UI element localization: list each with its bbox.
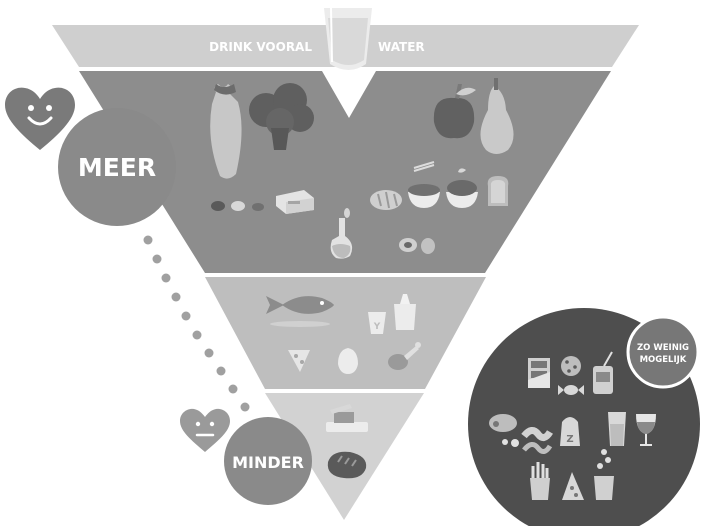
sausage-icon (489, 414, 519, 447)
water-band-left-text: DRINK VOORAL (209, 40, 312, 54)
bread-slice-icon (487, 176, 509, 206)
milk-glass-icon (394, 294, 416, 330)
broccoli-icon (249, 83, 314, 150)
more-label: MEER (78, 153, 156, 182)
happy-heart-icon (5, 87, 75, 150)
carrot-icon (210, 84, 242, 179)
neutral-heart-icon (180, 408, 230, 452)
less-label: MINDER (232, 453, 304, 472)
yogurt-icon: Y (368, 312, 386, 334)
drink-glass-icon (608, 412, 626, 446)
minimal-badge (626, 315, 700, 389)
bacon-icon (521, 427, 554, 454)
beans-icon (211, 201, 264, 211)
fish-icon (266, 296, 334, 327)
cookie-icon (561, 356, 581, 376)
pear-icon (480, 78, 514, 154)
salt-shaker-icon: Z (560, 417, 580, 446)
water-band-right-text: WATER (378, 40, 425, 54)
water-glass-icon (324, 8, 372, 70)
apple-icon (433, 84, 476, 139)
pizza-icon (562, 472, 584, 500)
scale-dots (143, 235, 250, 412)
more-circle (58, 108, 176, 226)
butter-icon (326, 404, 368, 432)
cheese-icon (288, 350, 310, 372)
svg-text:Y: Y (373, 322, 381, 332)
nuts-icon (399, 238, 435, 254)
candy-icon (558, 385, 584, 395)
pasta-bowl-icon (408, 161, 440, 208)
less-circle (224, 417, 312, 505)
minimal-label-line2: MOGELIJK (640, 355, 687, 365)
rice-bowl-icon (446, 168, 478, 208)
svg-text:Z: Z (566, 434, 573, 445)
minimal-label-line1: ZO WEINIG (637, 343, 689, 353)
chicken-leg-icon (388, 342, 421, 370)
bread-icon (370, 190, 402, 210)
oil-bottle-icon (330, 208, 353, 259)
soda-can-icon (593, 351, 613, 394)
fries-icon (530, 462, 550, 500)
chips-bag-icon (594, 449, 614, 500)
wine-glass-icon (636, 414, 656, 446)
meat-icon (327, 451, 367, 479)
tofu-icon (276, 190, 314, 214)
water-notch (322, 71, 376, 118)
chocolate-icon (528, 358, 550, 388)
egg-icon (338, 348, 358, 374)
